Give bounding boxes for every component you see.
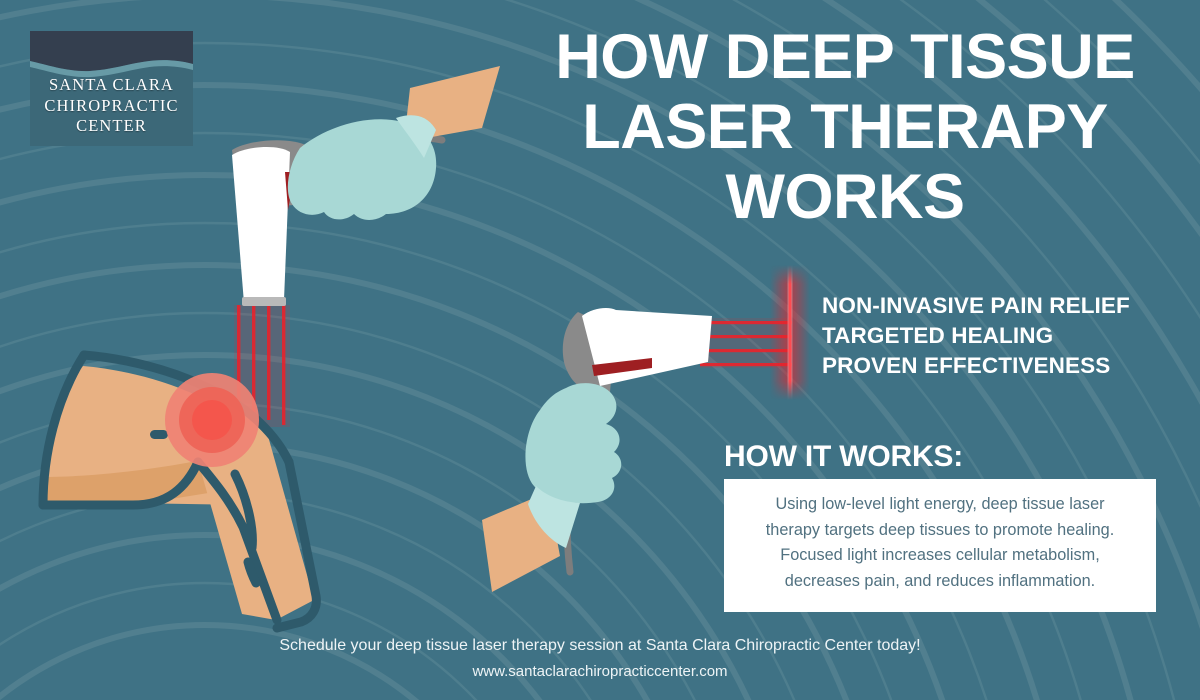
how-it-works-body-line-4: decreases pain, and reduces inflammation…: [784, 571, 1096, 590]
benefit-item-3: PROVEN EFFECTIVENESS: [822, 353, 1111, 378]
vertical-red-laser-target-line: [770, 265, 810, 400]
footer: Schedule your deep tissue laser therapy …: [0, 633, 1200, 685]
page-title: HOW DEEP TISSUE LASER THERAPY WORKS: [500, 22, 1190, 232]
footer-website-url[interactable]: www.santaclarachiropracticcenter.com: [472, 663, 728, 680]
footer-call-to-action: Schedule your deep tissue laser therapy …: [279, 637, 921, 654]
logo-text-block: SANTA CLARA CHIROPRACTIC CENTER: [30, 75, 193, 137]
benefit-item-2: TARGETED HEALING: [822, 323, 1054, 348]
upper-laser-device: [232, 66, 500, 306]
how-it-works-body-line-2: therapy targets deep tissues to promote …: [765, 520, 1115, 539]
lower-laser-device: [482, 308, 712, 592]
headline-line-2: LASER THERAPY: [582, 92, 1108, 162]
how-it-works-body: Using low-level light energy, deep tissu…: [738, 492, 1142, 594]
benefits-list: NON-INVASIVE PAIN RELIEF TARGETED HEALIN…: [822, 291, 1194, 381]
logo-line-1: SANTA CLARA: [49, 75, 174, 94]
headline-line-1: HOW DEEP TISSUE: [555, 22, 1135, 92]
brand-logo[interactable]: SANTA CLARA CHIROPRACTIC CENTER: [30, 31, 193, 146]
headline-line-3: WORKS: [725, 162, 965, 232]
bent-knee-leg: [38, 350, 321, 633]
how-it-works-heading: HOW IT WORKS:: [724, 440, 964, 473]
benefit-item-1: NON-INVASIVE PAIN RELIEF: [822, 293, 1130, 318]
how-it-works-body-line-1: Using low-level light energy, deep tissu…: [775, 495, 1105, 513]
how-it-works-panel: Using low-level light energy, deep tissu…: [724, 479, 1156, 612]
logo-wave-graphic: [30, 31, 193, 146]
how-it-works-body-line-3: Focused light increases cellular metabol…: [780, 546, 1100, 564]
logo-line-2: CHIROPRACTIC: [44, 95, 179, 115]
logo-line-3: CENTER: [76, 116, 147, 135]
